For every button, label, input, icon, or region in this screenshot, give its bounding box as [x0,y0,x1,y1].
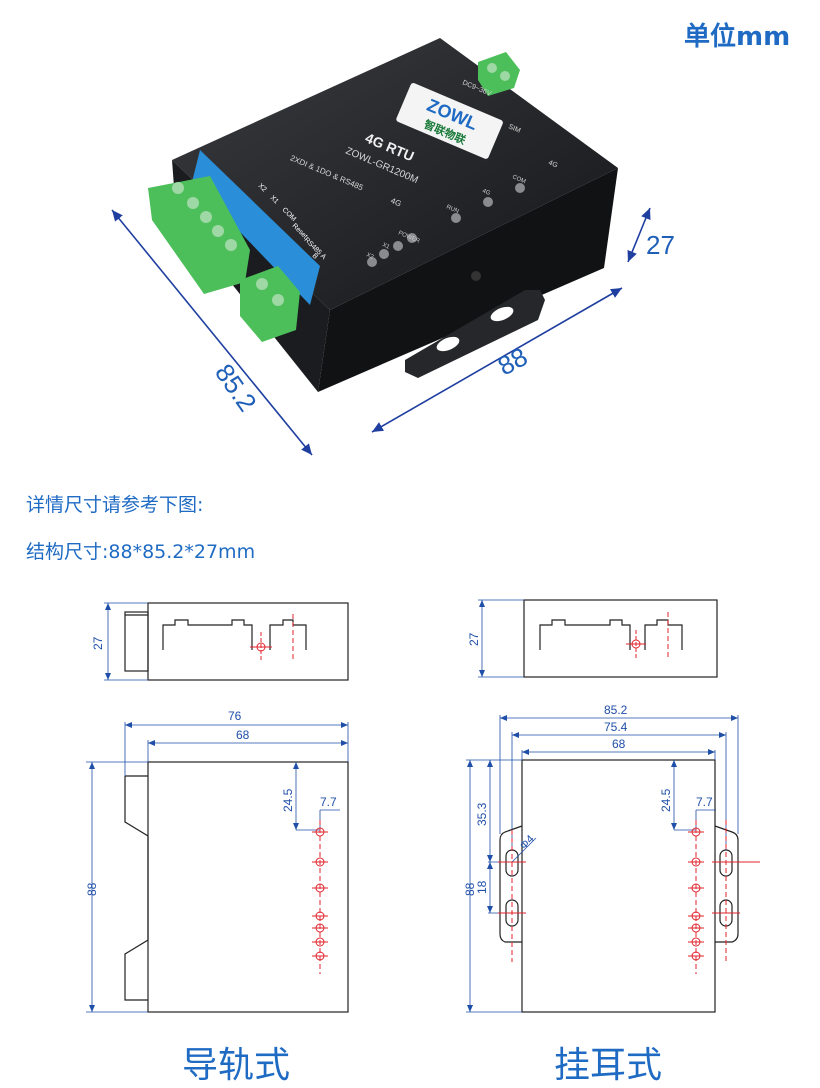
svg-text:X2: X2 [365,252,375,261]
rail-mount-side-view [124,602,349,681]
left-length-label: 88 [85,882,99,896]
svg-text:4G: 4G [481,188,491,197]
dim-line-height [627,207,651,263]
right-width-outer-label: 85.2 [604,703,628,717]
led-indicators [367,183,525,267]
right-ear-offset-label: 35.3 [475,802,489,826]
right-width-inner-label: 68 [612,737,626,751]
device-illustration: ZOWL 智联物联 4G RTU ZOWL-GR1200M 2XDI & 1DO… [148,38,618,392]
dim-label-length: 88 [493,341,533,381]
svg-text:X1: X1 [381,242,391,251]
dim-label-height: 27 [646,230,675,260]
unit-label: 单位mm [684,22,791,52]
power-terminal [478,52,520,96]
ear-top-holes [498,820,760,974]
svg-text:X1: X1 [269,194,280,205]
ear-mount-side-view [523,599,718,678]
svg-text:RUN: RUN [445,204,459,215]
rail-top-holes [312,820,328,974]
rail-side-centermark [250,614,294,662]
sim-label: SIM [507,123,521,134]
dim-line-width [111,209,313,456]
left-width-inner-label: 68 [236,728,250,742]
brand-plate [396,82,503,159]
iso-dimensions [111,207,651,456]
left-hole-offset-y-label: 24.5 [281,788,295,812]
arrow-label: 4G [389,196,402,208]
svg-text:X2: X2 [257,182,268,193]
detail-note: 详情尺寸请参考下图: [26,494,204,516]
right-width-mid-label: 75.4 [604,720,628,734]
size-note: 结构尺寸:88*85.2*27mm [26,541,256,563]
ear-side-centermark [626,612,669,660]
right-side-height-label: 27 [467,632,481,646]
right-hole-offset-x-label: 7.7 [696,795,713,809]
dim-line-length [371,287,623,433]
left-hole-offset-x-label: 7.7 [320,795,337,809]
svg-text:B: B [311,252,319,260]
svg-text:COM: COM [511,174,526,185]
right-hole-offset-y-label: 24.5 [659,788,673,812]
ear-mount-caption: 挂耳式 [554,1045,663,1086]
rail-mount-top-view [124,761,349,1013]
rail-mount-caption: 导轨式 [182,1045,291,1086]
antenna-4g-label: 4G [547,159,558,169]
left-side-height-label: 27 [91,636,105,650]
dim-label-width: 85.2 [209,358,263,417]
right-length-label: 88 [463,882,477,896]
right-ear-spacing-label: 18 [475,880,489,894]
right-hole-diameter-label: Φ4 [518,833,537,852]
left-width-outer-label: 76 [228,709,242,723]
